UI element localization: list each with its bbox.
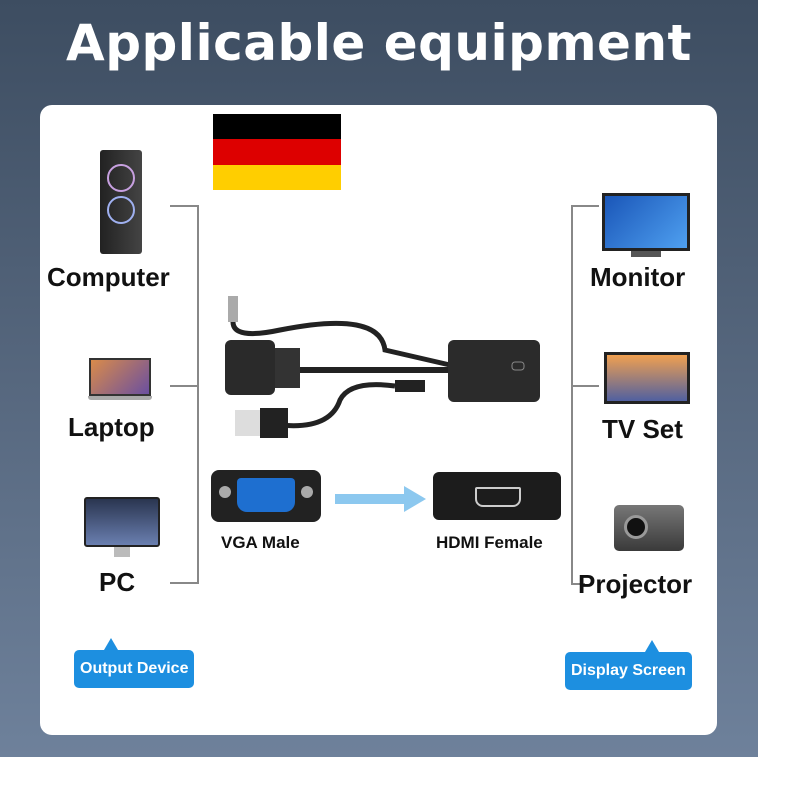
tv-icon: [604, 352, 690, 406]
display-screen-badge: Display Screen: [565, 640, 692, 690]
bracket-tick: [170, 582, 198, 584]
vga-to-hdmi-adapter-cable: [225, 296, 540, 438]
device-label: Laptop: [68, 412, 155, 442]
germany-flag-icon: [213, 114, 341, 190]
output-device-badge: Output Device: [74, 638, 195, 688]
projector-icon: [614, 505, 684, 551]
laptop-icon: [88, 358, 152, 400]
right-bracket-line: [571, 205, 573, 585]
vga-port-icon: [211, 470, 321, 522]
bracket-tick: [170, 205, 198, 207]
imac-icon: [84, 497, 160, 557]
vga-male-label: VGA Male: [221, 533, 300, 552]
desktop-tower-icon: [100, 150, 142, 254]
bracket-tick: [170, 385, 198, 387]
hdmi-female-label: HDMI Female: [436, 533, 543, 552]
device-label: Computer: [47, 262, 170, 292]
device-label: PC: [99, 567, 136, 597]
left-bracket-line: [197, 205, 199, 584]
device-label: Projector: [578, 569, 693, 599]
device-label: Monitor: [590, 262, 686, 292]
device-label: TV Set: [602, 414, 683, 444]
arrow-right-icon: [335, 494, 405, 504]
arrow-head: [404, 486, 426, 512]
bracket-tick: [571, 583, 585, 585]
bracket-tick: [571, 385, 599, 387]
hdmi-port-icon: [433, 472, 561, 520]
monitor-icon: [602, 193, 690, 259]
page-title: Applicable equipment: [66, 14, 692, 72]
bracket-tick: [571, 205, 599, 207]
